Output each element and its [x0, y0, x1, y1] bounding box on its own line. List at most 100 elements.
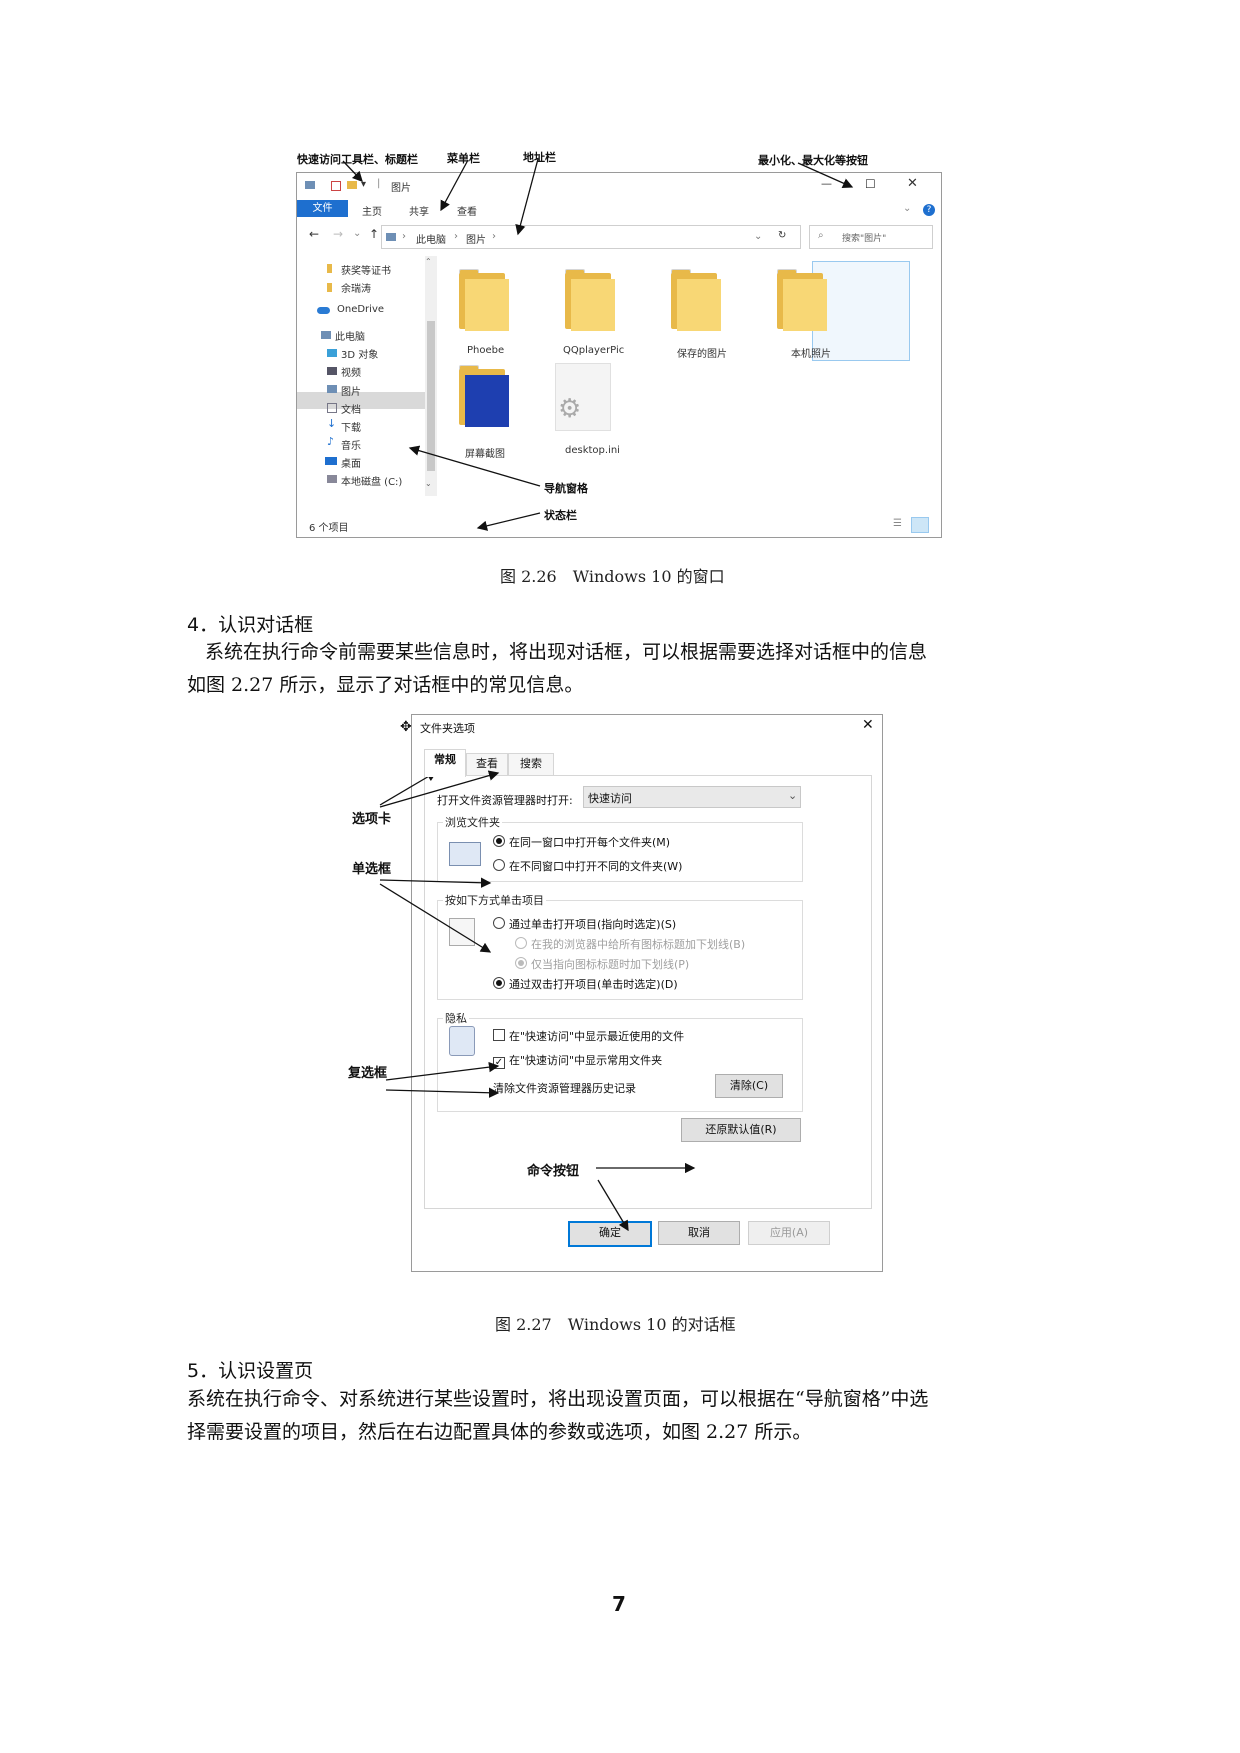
folder-icon[interactable] [459, 269, 509, 331]
music-icon: ♪ [327, 435, 335, 448]
status-item-count: 6 个项目 [309, 523, 349, 534]
nav-item-3d[interactable]: 3D 对象 [341, 350, 379, 361]
paragraph-line: 择需要设置的项目，然后在右边配置具体的参数或选项，如图 2.27 所示。 [187, 1421, 812, 1443]
nav-item-pictures[interactable]: 图片 [341, 387, 361, 398]
annotation-addressbar: 地址栏 [523, 151, 556, 164]
nav-item-local-disk[interactable]: 本地磁盘 (C:) [341, 477, 403, 488]
clear-history-label: 清除文件资源管理器历史记录 [493, 1082, 636, 1095]
drive-icon [327, 475, 337, 483]
nav-scrollbar-thumb[interactable] [427, 321, 435, 471]
nav-item-music[interactable]: 音乐 [341, 441, 361, 452]
nav-item-user[interactable]: 余瑞涛 [341, 284, 371, 295]
folder-icon[interactable] [777, 269, 827, 331]
radio-single-click-label: 通过单击打开项目(指向时选定)(S) [509, 918, 677, 931]
file-item-label[interactable]: 屏幕截图 [465, 449, 505, 460]
ribbon-tab-file[interactable]: 文件 [297, 200, 348, 217]
privacy-group-label: 隐私 [443, 1010, 469, 1026]
radio-underline-hover[interactable]: 仅当指向图标标题时加下划线(P) [515, 956, 689, 972]
annotation-tabs: 选项卡 [352, 812, 392, 827]
nav-item-desktop[interactable]: 桌面 [341, 459, 361, 470]
open-explorer-select[interactable]: 快速访问 ⌄ [583, 786, 801, 808]
apply-button[interactable]: 应用(A) [748, 1221, 830, 1245]
file-item-label[interactable]: 本机照片 [791, 349, 831, 360]
browse-group-label: 浏览文件夹 [443, 814, 502, 830]
close-button[interactable]: ✕ [907, 176, 918, 191]
title-separator: | [377, 178, 381, 189]
page-number: 7 [612, 1592, 626, 1616]
scroll-up-icon[interactable]: ⌃ [425, 257, 432, 266]
file-item-label[interactable]: 保存的图片 [677, 349, 727, 360]
ini-file-icon[interactable]: ⚙ [555, 363, 611, 431]
annotation-minmax-buttons: 最小化、最大化等按钮 [758, 154, 868, 167]
restore-defaults-button[interactable]: 还原默认值(R) [681, 1118, 801, 1142]
move-cursor-icon: ✥ [400, 719, 412, 735]
dialog-close-button[interactable]: ✕ [862, 717, 874, 733]
checkbox-frequent-folders[interactable]: ✓在"快速访问"中显示常用文件夹 [493, 1054, 663, 1069]
computer-icon [321, 331, 331, 339]
clear-button[interactable]: 清除(C) [715, 1074, 783, 1098]
paragraph-line: 如图 2.27 所示，显示了对话框中的常见信息。 [187, 674, 584, 696]
nav-item-awards[interactable]: 获奖等证书 [341, 266, 391, 277]
nav-item-downloads[interactable]: 下载 [341, 423, 361, 434]
maximize-button[interactable]: ☐ [865, 177, 876, 191]
app-icon [305, 181, 315, 189]
file-item-label[interactable]: QQplayerPic [563, 345, 625, 356]
nav-selected-highlight [297, 392, 425, 409]
folder-icon[interactable] [565, 269, 615, 331]
cancel-button[interactable]: 取消 [658, 1221, 740, 1245]
forward-arrow-icon[interactable]: → [333, 227, 344, 241]
radio-new-window[interactable]: 在不同窗口中打开不同的文件夹(W) [493, 858, 682, 874]
address-bar[interactable]: › 此电脑 › 图片 › ⌄ ↻ [381, 225, 801, 249]
help-icon[interactable]: ? [923, 204, 935, 216]
nav-item-this-pc[interactable]: 此电脑 [335, 332, 365, 343]
back-arrow-icon[interactable]: ← [309, 227, 320, 241]
folder-icon [327, 283, 332, 292]
desktop-icon [325, 457, 337, 465]
ribbon-tab-view[interactable]: 查看 [457, 207, 477, 218]
annotation-quick-access-titlebar: 快速访问工具栏、标题栏 [297, 153, 418, 166]
radio-double-click[interactable]: 通过双击打开项目(单击时选定)(D) [493, 976, 678, 992]
tab-general[interactable]: 常规 [424, 749, 466, 777]
scroll-down-icon[interactable]: ⌄ [425, 479, 432, 488]
gear-icon: ⚙ [558, 394, 582, 424]
nav-item-documents[interactable]: 文档 [341, 405, 361, 416]
nav-item-video[interactable]: 视频 [341, 368, 361, 379]
recent-dropdown-icon[interactable]: ⌄ [353, 228, 362, 239]
tab-panel: 打开文件资源管理器时打开: 快速访问 ⌄ 浏览文件夹 在同一窗口中打开每个文件夹… [424, 775, 872, 1209]
radio-single-click[interactable]: 通过单击打开项目(指向时选定)(S) [493, 916, 676, 932]
new-folder-icon[interactable] [347, 181, 357, 189]
ribbon-tab-home[interactable]: 主页 [362, 207, 382, 218]
ok-button[interactable]: 确定 [568, 1221, 652, 1247]
ribbon-tab-share[interactable]: 共享 [409, 207, 429, 218]
properties-icon[interactable] [331, 181, 341, 191]
up-arrow-icon[interactable]: ↑ [369, 227, 380, 241]
pictures-icon [327, 385, 337, 393]
file-item-label[interactable]: desktop.ini [565, 445, 620, 456]
file-item-label[interactable]: Phoebe [467, 345, 505, 356]
search-placeholder: 搜索"图片" [842, 234, 887, 244]
click-group-label: 按如下方式单击项目 [443, 892, 546, 908]
address-dropdown-icon[interactable]: ⌄ [754, 231, 763, 242]
large-icons-view-icon[interactable] [911, 517, 929, 533]
breadcrumb-this-pc[interactable]: 此电脑 [416, 235, 446, 246]
radio-underline-all-label: 在我的浏览器中给所有图标标题加下划线(B) [531, 938, 746, 951]
search-input[interactable]: ⌕ 搜索"图片" [809, 225, 933, 249]
quick-access-dropdown-icon[interactable]: ▾ [361, 179, 367, 190]
refresh-icon[interactable]: ↻ [778, 230, 787, 241]
details-view-icon[interactable]: ☰ [893, 518, 902, 529]
minimize-button[interactable]: — [821, 177, 832, 190]
checkbox-recent-files[interactable]: 在"快速访问"中显示最近使用的文件 [493, 1028, 684, 1044]
screenshot-folder-icon[interactable] [459, 365, 509, 427]
annotation-radio: 单选框 [352, 862, 392, 877]
radio-same-window[interactable]: 在同一窗口中打开每个文件夹(M) [493, 834, 670, 850]
folder-icon[interactable] [671, 269, 721, 331]
radio-underline-all[interactable]: 在我的浏览器中给所有图标标题加下划线(B) [515, 936, 745, 952]
section-heading-5: 5．认识设置页 [187, 1360, 314, 1382]
tab-view[interactable]: 查看 [466, 753, 508, 776]
nav-item-onedrive[interactable]: OneDrive [337, 304, 385, 315]
onedrive-icon [317, 307, 330, 314]
tab-search[interactable]: 搜索 [508, 753, 554, 776]
breadcrumb-pictures[interactable]: 图片 [466, 235, 486, 246]
download-icon: ↓ [327, 417, 337, 430]
ribbon-expand-icon[interactable]: ⌄ [903, 203, 912, 214]
